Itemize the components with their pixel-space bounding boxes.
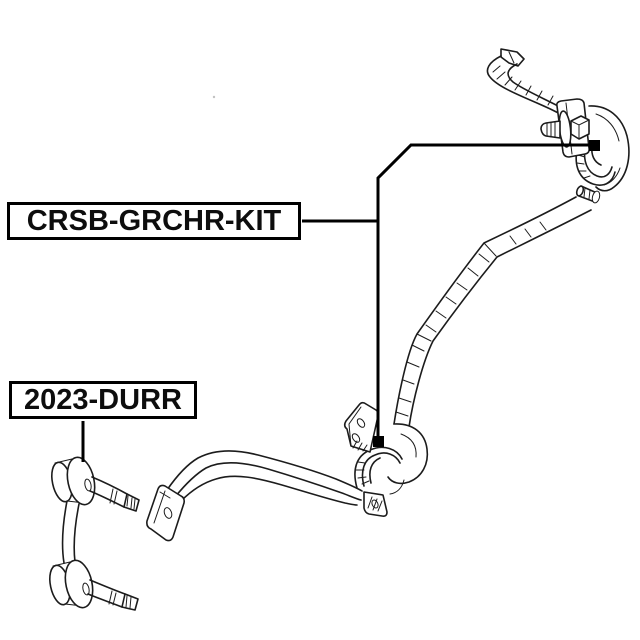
scurve-center-line — [174, 462, 362, 501]
eye-plate — [146, 484, 185, 542]
hook-tip-fold — [508, 51, 515, 64]
tube-hatch-marks — [395, 221, 547, 417]
bar-eye-end — [146, 484, 185, 542]
hook-tip-plate — [500, 48, 525, 67]
lower-bolt-ticks — [583, 187, 591, 200]
bottom-stud-collar — [108, 590, 117, 606]
upper-ear-fold — [348, 406, 362, 447]
tube-bend-creases — [416, 242, 497, 342]
bottom-stud-thread-tip — [121, 593, 139, 611]
stabilizer-link — [49, 456, 140, 611]
bottom-housing-contour — [389, 433, 417, 495]
kit-endpoint-dot-bottom — [373, 436, 384, 447]
lower-bolt-head — [575, 185, 585, 197]
scurve-top-edge — [166, 450, 363, 492]
part-number-label-bushing-kit: CRSB-GRCHR-KIT — [7, 202, 301, 240]
scurve-bottom-edge — [180, 475, 358, 506]
top-bushing-bracket — [540, 98, 630, 204]
upper-ear-hole-2 — [351, 433, 361, 443]
lower-ear-hatch — [367, 496, 383, 512]
bar-s-curve — [166, 450, 363, 506]
part-number-text: CRSB-GRCHR-KIT — [26, 204, 282, 237]
upper-ear-hatch — [352, 440, 368, 452]
bottom-stud-thread-ticks — [125, 595, 132, 609]
kit-leader-line — [302, 143, 591, 440]
callout-leaders — [81, 140, 600, 462]
part-number-label-stabilizer-link: 2023-DURR — [9, 381, 197, 419]
eye-hole — [163, 507, 173, 519]
part-number-text: 2023-DURR — [24, 383, 182, 416]
lower-bolt-flange — [591, 190, 601, 204]
tube-lower-edge — [408, 209, 592, 428]
lower-mount-bolt — [575, 185, 601, 204]
bottom-loop-hatch — [355, 461, 370, 485]
nut-facet-lines — [570, 119, 590, 140]
top-stud-thread-tip — [123, 493, 140, 512]
scan-artifact-dot — [212, 95, 216, 99]
bar-diagonal-tube — [393, 196, 592, 428]
top-stud-collar — [109, 488, 118, 505]
link-rod — [61, 500, 80, 564]
kit-endpoint-dot-top — [589, 140, 600, 151]
stud-hex-nut — [570, 115, 590, 140]
top-stud-thread-ticks — [126, 495, 136, 510]
top-loop-hatch — [576, 154, 591, 179]
bottom-stud-shaft — [87, 579, 126, 608]
upper-ear-hole-1 — [356, 418, 366, 428]
lower-ear-hole — [371, 499, 379, 509]
top-stud-shaft — [89, 476, 128, 508]
bottom-bushing-housing — [387, 423, 429, 485]
tube-upper-edge — [393, 196, 577, 425]
bottom-joint-boss — [82, 582, 90, 596]
bottom-bushing-bracket — [343, 401, 429, 517]
eye-fold-line — [153, 490, 171, 524]
stud-thread-lines — [546, 121, 556, 138]
